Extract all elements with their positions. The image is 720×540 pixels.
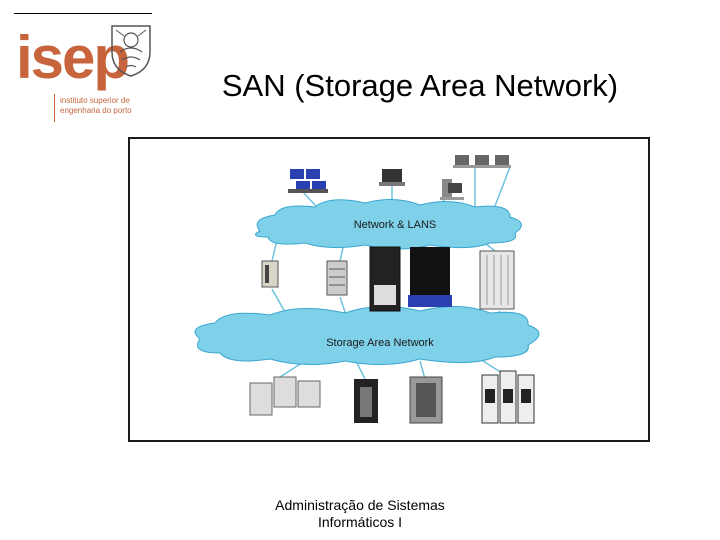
logo-subtitle-line1: instituto superior de — [60, 96, 130, 105]
tall-server-icon — [369, 246, 401, 312]
san-diagram: Network & LANS Storage Area Network — [128, 137, 650, 442]
isep-logo: isep instituto superior de engenharia do… — [14, 22, 160, 124]
logo-subtitle: instituto superior de engenharia do port… — [60, 96, 160, 116]
workstation-cluster-icon — [288, 169, 328, 193]
logo-wordmark: isep — [16, 24, 130, 91]
monitor-row-icon — [453, 155, 511, 168]
footer: Administração de Sistemas Informáticos I — [240, 497, 480, 531]
tape-library-icon — [409, 376, 443, 424]
lan-cloud: Network & LANS — [255, 199, 522, 250]
blue-server-icon — [408, 247, 452, 307]
logo-subtitle-line2: engenharia do porto — [60, 106, 132, 115]
rack-server-icon — [326, 260, 348, 296]
disk-tower-icon — [354, 379, 378, 423]
storage-array-icon — [249, 376, 321, 416]
slide-title: SAN (Storage Area Network) — [221, 68, 619, 103]
san-cloud-label: Storage Area Network — [326, 337, 434, 349]
lan-cloud-label: Network & LANS — [354, 219, 437, 231]
footer-line2: Informáticos I — [317, 514, 403, 530]
disk-cabinet-cluster-icon — [481, 370, 535, 424]
mainframe-cabinet-icon — [479, 250, 515, 310]
san-diagram-canvas: Network & LANS Storage Area Network — [194, 155, 540, 424]
top-rule — [14, 13, 152, 14]
laptop-icon — [379, 169, 405, 186]
footer-line1: Administração de Sistemas — [275, 497, 445, 513]
logo-divider — [54, 94, 55, 122]
crest-icon — [111, 25, 151, 77]
desktop-pc-icon — [440, 179, 464, 200]
san-cloud: Storage Area Network — [194, 305, 540, 366]
tower-server-small-icon — [261, 260, 279, 288]
